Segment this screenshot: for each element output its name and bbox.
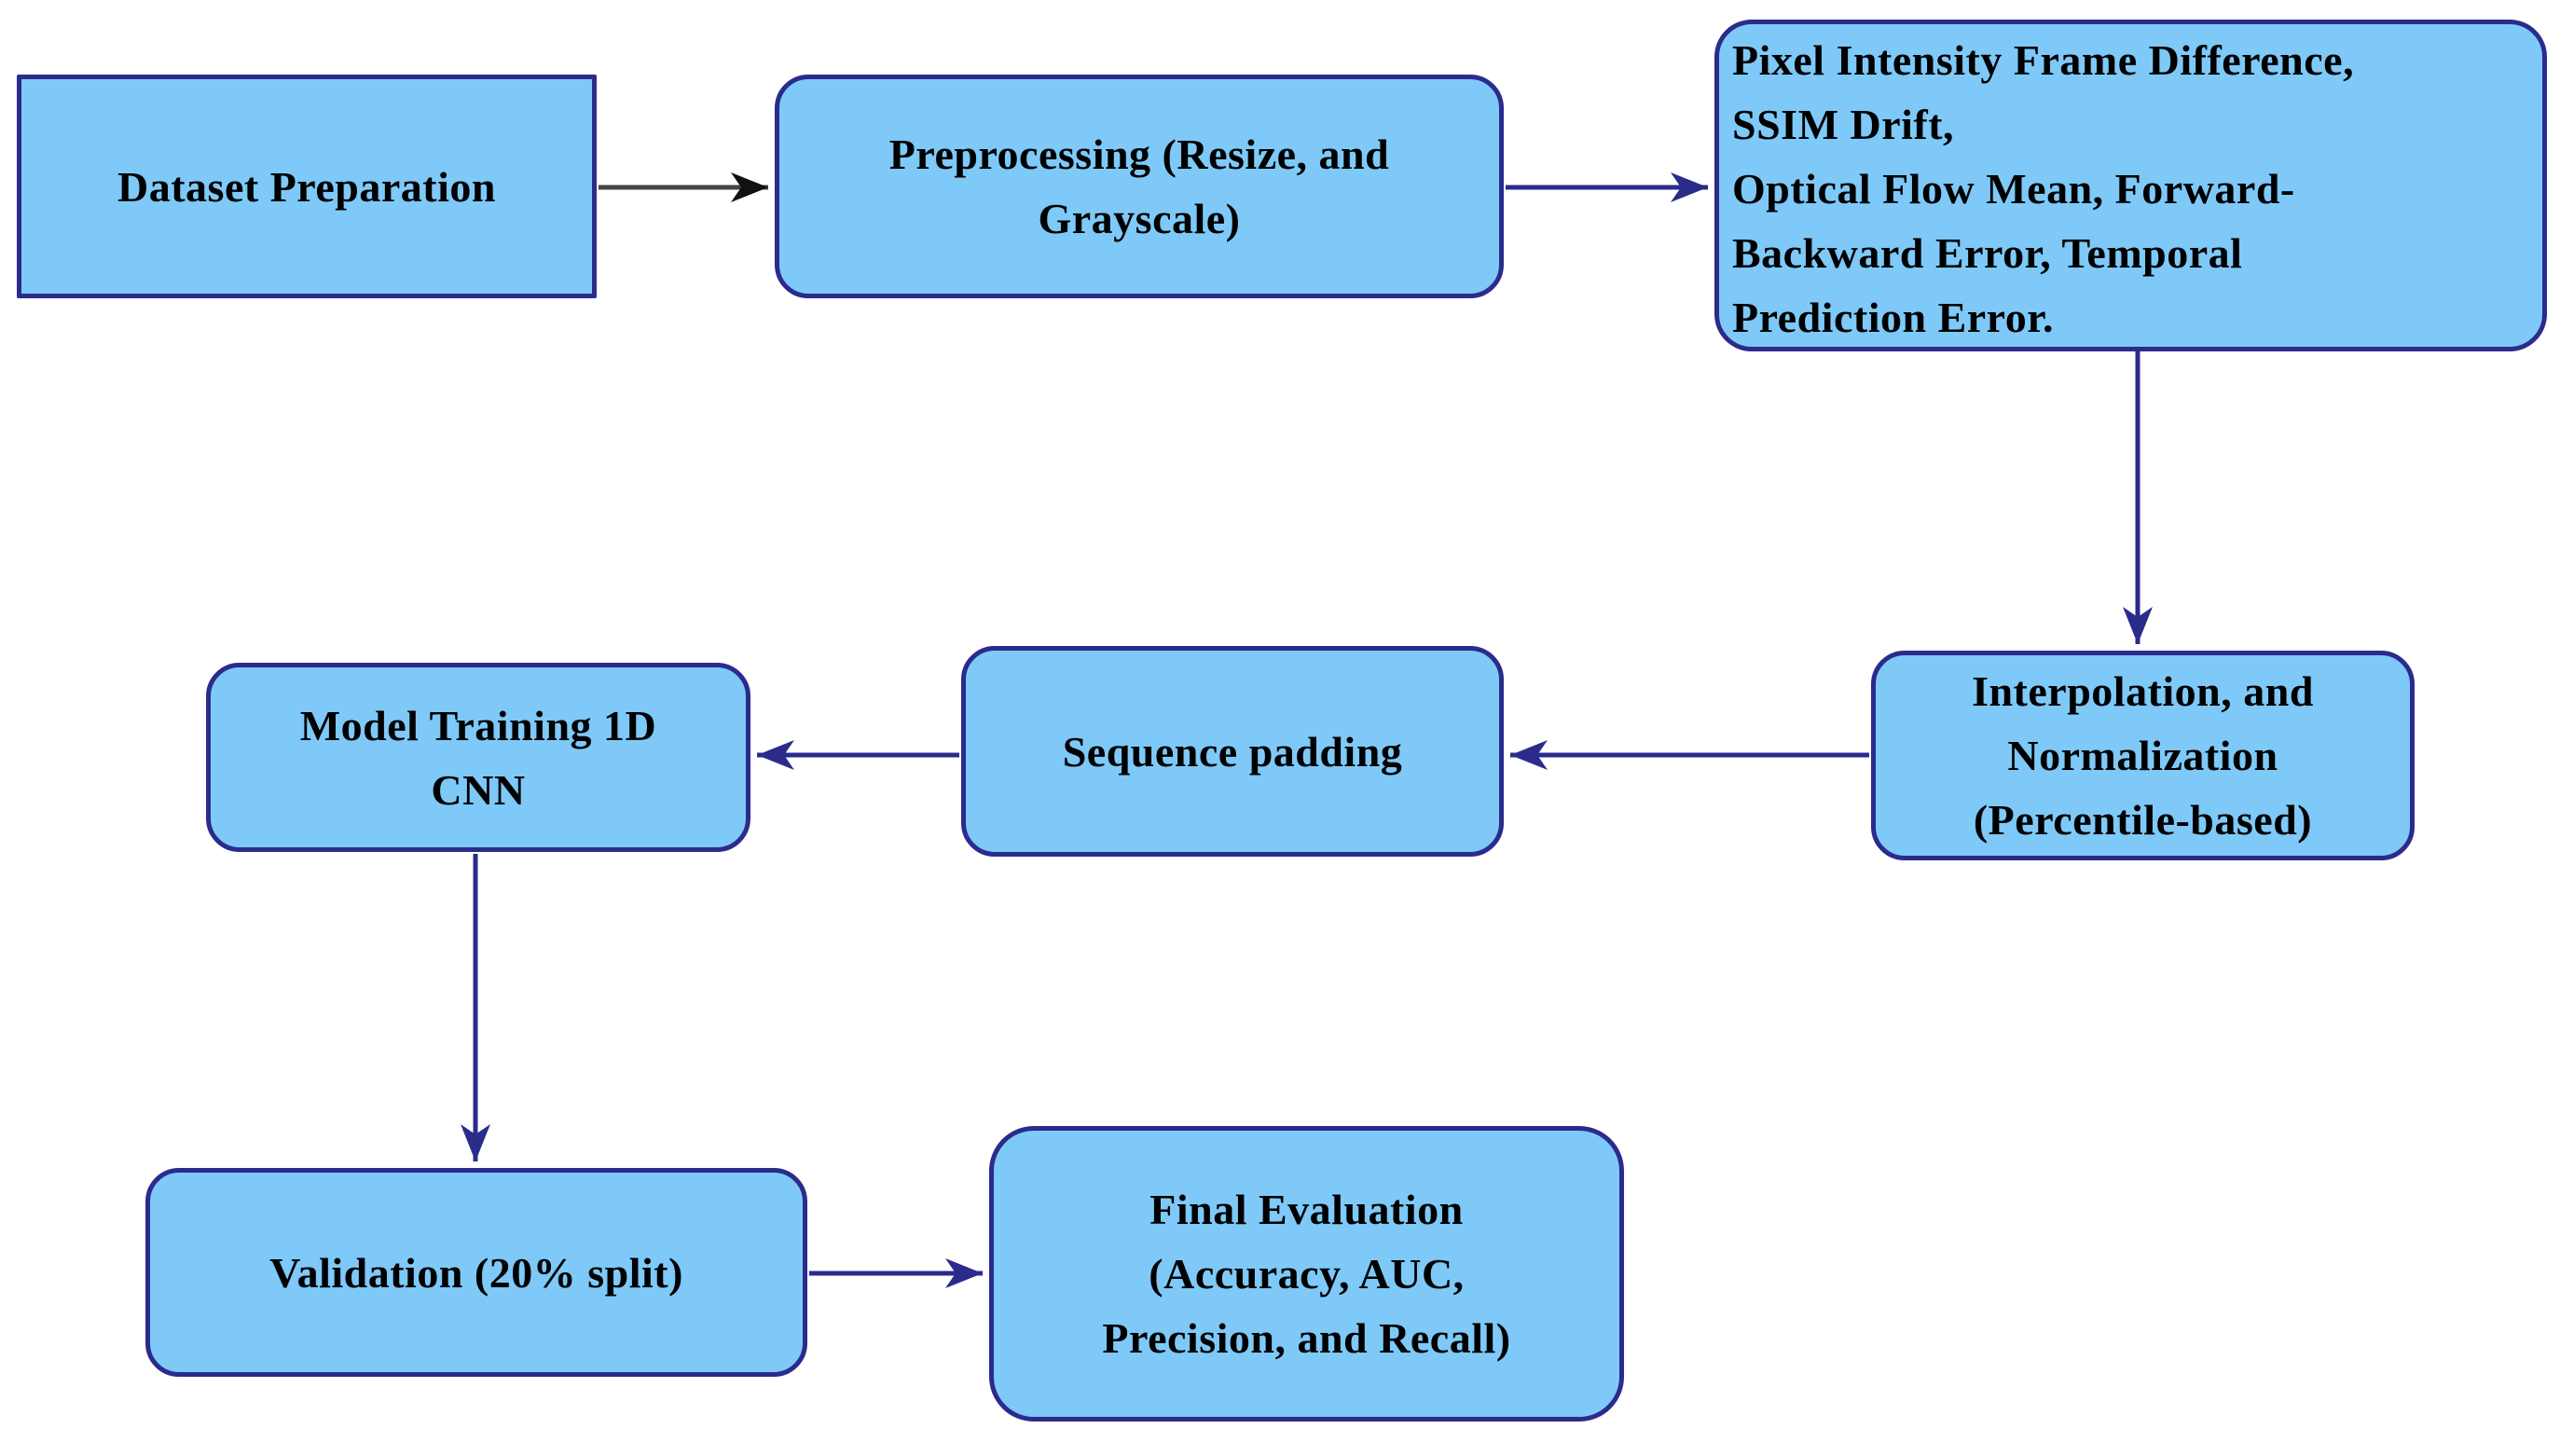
- node-interpolation-normalization: Interpolation, and Normalization (Percen…: [1871, 651, 2415, 860]
- node-final-evaluation-label: Final Evaluation (Accuracy, AUC, Precisi…: [1102, 1186, 1511, 1362]
- node-feature-extraction-label: Pixel Intensity Frame Difference, SSIM D…: [1732, 36, 2355, 341]
- node-dataset-preparation: Dataset Preparation: [17, 75, 597, 298]
- node-validation: Validation (20% split): [145, 1168, 807, 1377]
- node-feature-extraction: Pixel Intensity Frame Difference, SSIM D…: [1714, 20, 2547, 351]
- node-validation-label: Validation (20% split): [269, 1248, 683, 1297]
- node-preprocessing-label: Preprocessing (Resize, and Grayscale): [888, 130, 1390, 242]
- node-dataset-preparation-label: Dataset Preparation: [117, 162, 496, 211]
- node-interpolation-normalization-label: Interpolation, and Normalization (Percen…: [1972, 667, 2314, 844]
- node-sequence-padding: Sequence padding: [961, 646, 1504, 857]
- node-model-training-label: Model Training 1D CNN: [299, 701, 657, 814]
- node-final-evaluation: Final Evaluation (Accuracy, AUC, Precisi…: [989, 1126, 1624, 1422]
- node-sequence-padding-label: Sequence padding: [1062, 727, 1403, 776]
- node-model-training: Model Training 1D CNN: [206, 663, 750, 852]
- node-preprocessing: Preprocessing (Resize, and Grayscale): [775, 75, 1504, 298]
